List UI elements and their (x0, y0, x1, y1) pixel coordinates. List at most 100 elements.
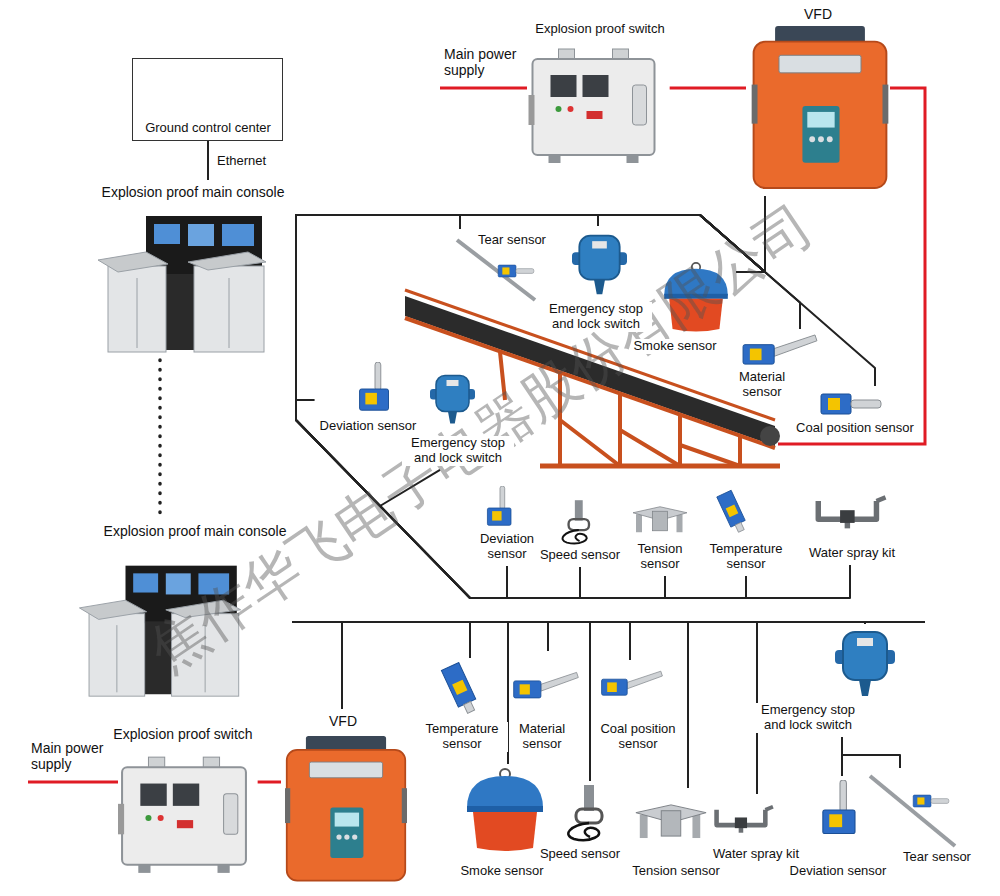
speed-sensor: Speed sensor (535, 496, 625, 567)
sensor-image (498, 265, 534, 277)
switch-image (118, 757, 246, 873)
tear-rod (870, 776, 955, 846)
spray-image (818, 497, 885, 528)
node-label: Material sensor (731, 370, 793, 400)
temperature-sensor: Temperature sensor (412, 658, 512, 756)
sensor-image (913, 795, 949, 807)
connector (765, 196, 875, 386)
switch-image (529, 49, 655, 163)
speed-sensor: Speed sensor (535, 781, 625, 866)
sensor-image (743, 335, 817, 364)
connector (342, 622, 757, 794)
material-sensor: Material sensor (727, 329, 824, 404)
coal-position-sensor: Coal position sensor (791, 386, 919, 440)
estop-image (835, 632, 895, 696)
main-console: Explosion proof main console (94, 180, 289, 360)
vfd: VFD (281, 709, 411, 892)
smoke-image (467, 769, 543, 851)
power-label: Main power supply (443, 46, 530, 78)
connector (296, 196, 765, 400)
sensor-image (823, 780, 855, 834)
node-label: Temperature sensor (700, 542, 792, 572)
emergency-stop-switch: Emergency stop and lock switch (536, 226, 656, 336)
sensor-image (360, 362, 389, 410)
coal-position-sensor: Coal position sensor (588, 660, 688, 756)
node-label: Speed sensor (539, 548, 621, 563)
sensor-image (717, 490, 749, 534)
node-label: Explosion proof switch (534, 22, 665, 37)
connector (342, 622, 865, 709)
connector (258, 781, 281, 784)
node-label: Coal position sensor (592, 722, 684, 752)
control-center-box: Ground control center (132, 58, 283, 141)
temperature-sensor: Temperature sensor (696, 484, 796, 576)
material-sensor: Material sensor (507, 651, 584, 756)
explosion-proof-switch: Explosion proof switch (523, 18, 670, 169)
connector (670, 87, 746, 90)
tear-sensor: Tear sensor (864, 768, 976, 869)
deviation-sensor: Deviation sensor (470, 482, 544, 566)
connector (842, 737, 900, 768)
connector (342, 622, 688, 788)
connector (296, 196, 765, 506)
tension-sensor: Tension sensor (625, 494, 695, 576)
node-label: Emergency stop and lock switch (752, 703, 864, 733)
speed-image (563, 500, 589, 543)
connector (460, 196, 765, 272)
water-spray-kit: Water spray kit (708, 794, 804, 866)
deviation-sensor: Deviation sensor (315, 358, 422, 438)
tension-image (633, 507, 687, 533)
sensor-image (821, 394, 881, 414)
explosion-proof-switch: Explosion proof switch (108, 722, 257, 884)
edge-label: Ethernet (216, 154, 267, 169)
node-label: Speed sensor (539, 847, 621, 862)
node-label: Deviation sensor (319, 419, 418, 434)
node-label: Explosion proof switch (112, 726, 253, 742)
node-label: Emergency stop and lock switch (402, 436, 514, 466)
node-label: Explosion proof main console (103, 523, 288, 539)
node-label: VFD (328, 713, 358, 729)
connector (296, 196, 765, 598)
node-label: VFD (803, 6, 833, 22)
speed-image (568, 785, 602, 840)
connector (736, 196, 765, 272)
node-label: Smoke sensor (459, 864, 544, 879)
node-label: Material sensor (511, 722, 573, 752)
vfd: VFD (746, 2, 894, 196)
connector (342, 622, 630, 709)
node-label: Tension sensor (631, 864, 720, 879)
node-label: Ground control center (144, 121, 272, 136)
node-label: Coal position sensor (795, 421, 915, 436)
main-console: Explosion proof main console (72, 519, 291, 704)
estop-image (572, 236, 627, 295)
node-label: Smoke sensor (632, 339, 717, 354)
emergency-stop-switch: Emergency stop and lock switch (398, 368, 518, 470)
deviation-sensor: Deviation sensor (785, 776, 892, 883)
tension-sensor: Tension sensor (627, 788, 724, 883)
connector (158, 360, 162, 519)
node-label: Deviation sensor (789, 864, 888, 879)
power-line (28, 781, 118, 784)
sensor-image (514, 672, 579, 698)
node-label: Tension sensor (629, 542, 691, 572)
tear-rod (457, 240, 535, 300)
connector (342, 622, 548, 709)
power-label: Main power supply (30, 740, 117, 772)
connector (296, 196, 765, 598)
tension-image (636, 805, 706, 838)
sensor-image (487, 486, 511, 525)
sensor-image (441, 662, 479, 715)
node-label: Tear sensor (902, 850, 972, 865)
connector (342, 622, 470, 709)
smoke-sensor: Smoke sensor (455, 764, 551, 883)
power-line (440, 87, 527, 90)
connector (296, 196, 850, 598)
node-label: Temperature sensor (416, 722, 508, 752)
node-label: Deviation sensor (474, 532, 540, 562)
smoke-sensor: Smoke sensor (628, 258, 736, 358)
connector (296, 196, 765, 598)
spray-image (717, 807, 773, 833)
vfd-image (285, 736, 407, 881)
tear-sensor: Tear sensor (451, 229, 551, 306)
